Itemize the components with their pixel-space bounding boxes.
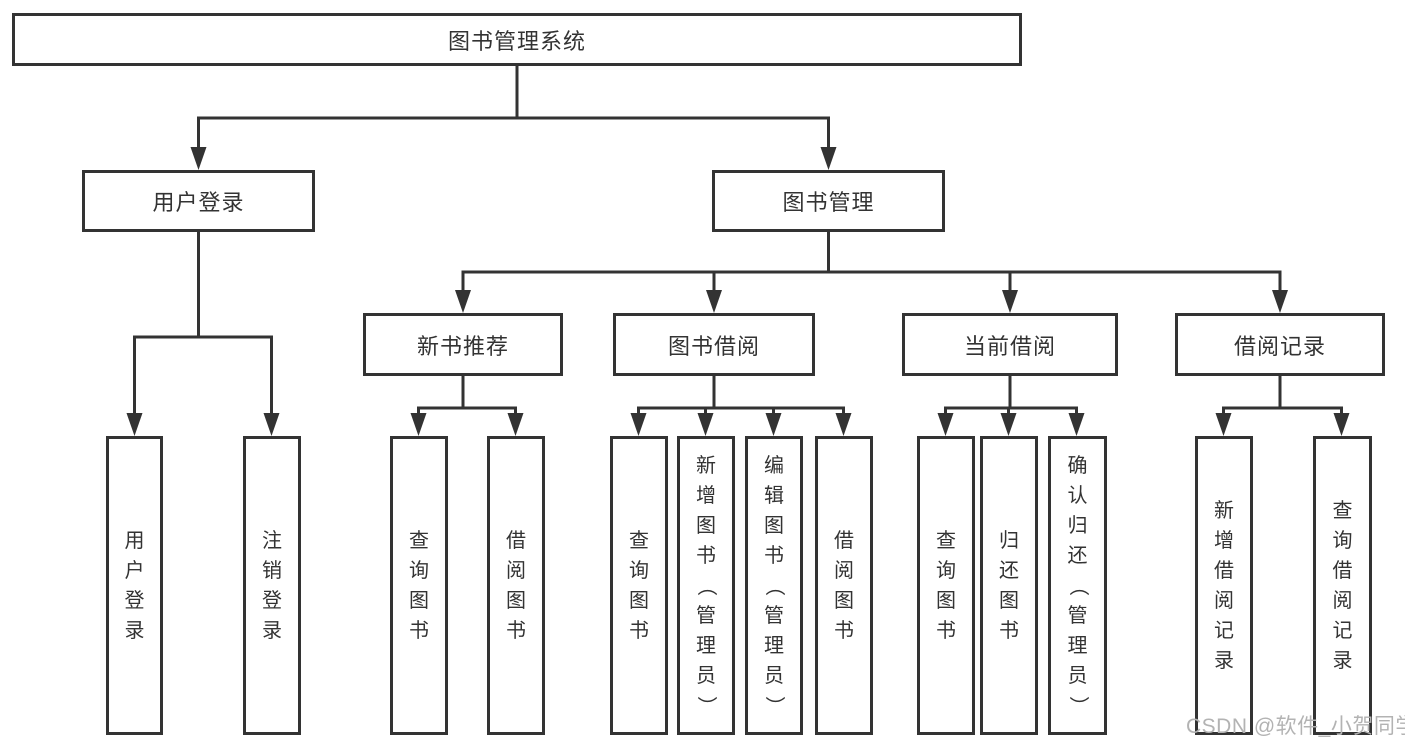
leaf-return-books: 归还图书 [980,436,1038,735]
node-book-management: 图书管理 [712,170,945,232]
leaf-query-borrow-record: 查询借阅记录 [1313,436,1372,735]
leaf-query-books-borrow: 查询图书 [610,436,668,735]
leaf-query-books-recommend: 查询图书 [390,436,448,735]
leaf-confirm-return-admin: 确认归还（管理员） [1048,436,1107,735]
csdn-watermark: CSDN @软件_小贺同学 [1186,715,1405,738]
leaf-add-books-admin: 新增图书（管理员） [677,436,735,735]
node-library-management-system: 图书管理系统 [12,13,1022,66]
leaf-borrow-books: 借阅图书 [815,436,873,735]
node-user-login: 用户登录 [82,170,315,232]
leaf-user-login: 用户登录 [106,436,163,735]
node-current-borrowing: 当前借阅 [902,313,1118,376]
leaf-add-borrow-record: 新增借阅记录 [1195,436,1253,735]
leaf-logout: 注销登录 [243,436,301,735]
arrowheads [126,147,1350,436]
leaf-borrow-books-recommend: 借阅图书 [487,436,545,735]
leaf-edit-books-admin: 编辑图书（管理员） [745,436,803,735]
node-book-borrowing: 图书借阅 [613,313,815,376]
node-new-book-recommendation: 新书推荐 [363,313,563,376]
leaf-query-books-current: 查询图书 [917,436,975,735]
node-borrowing-records: 借阅记录 [1175,313,1385,376]
